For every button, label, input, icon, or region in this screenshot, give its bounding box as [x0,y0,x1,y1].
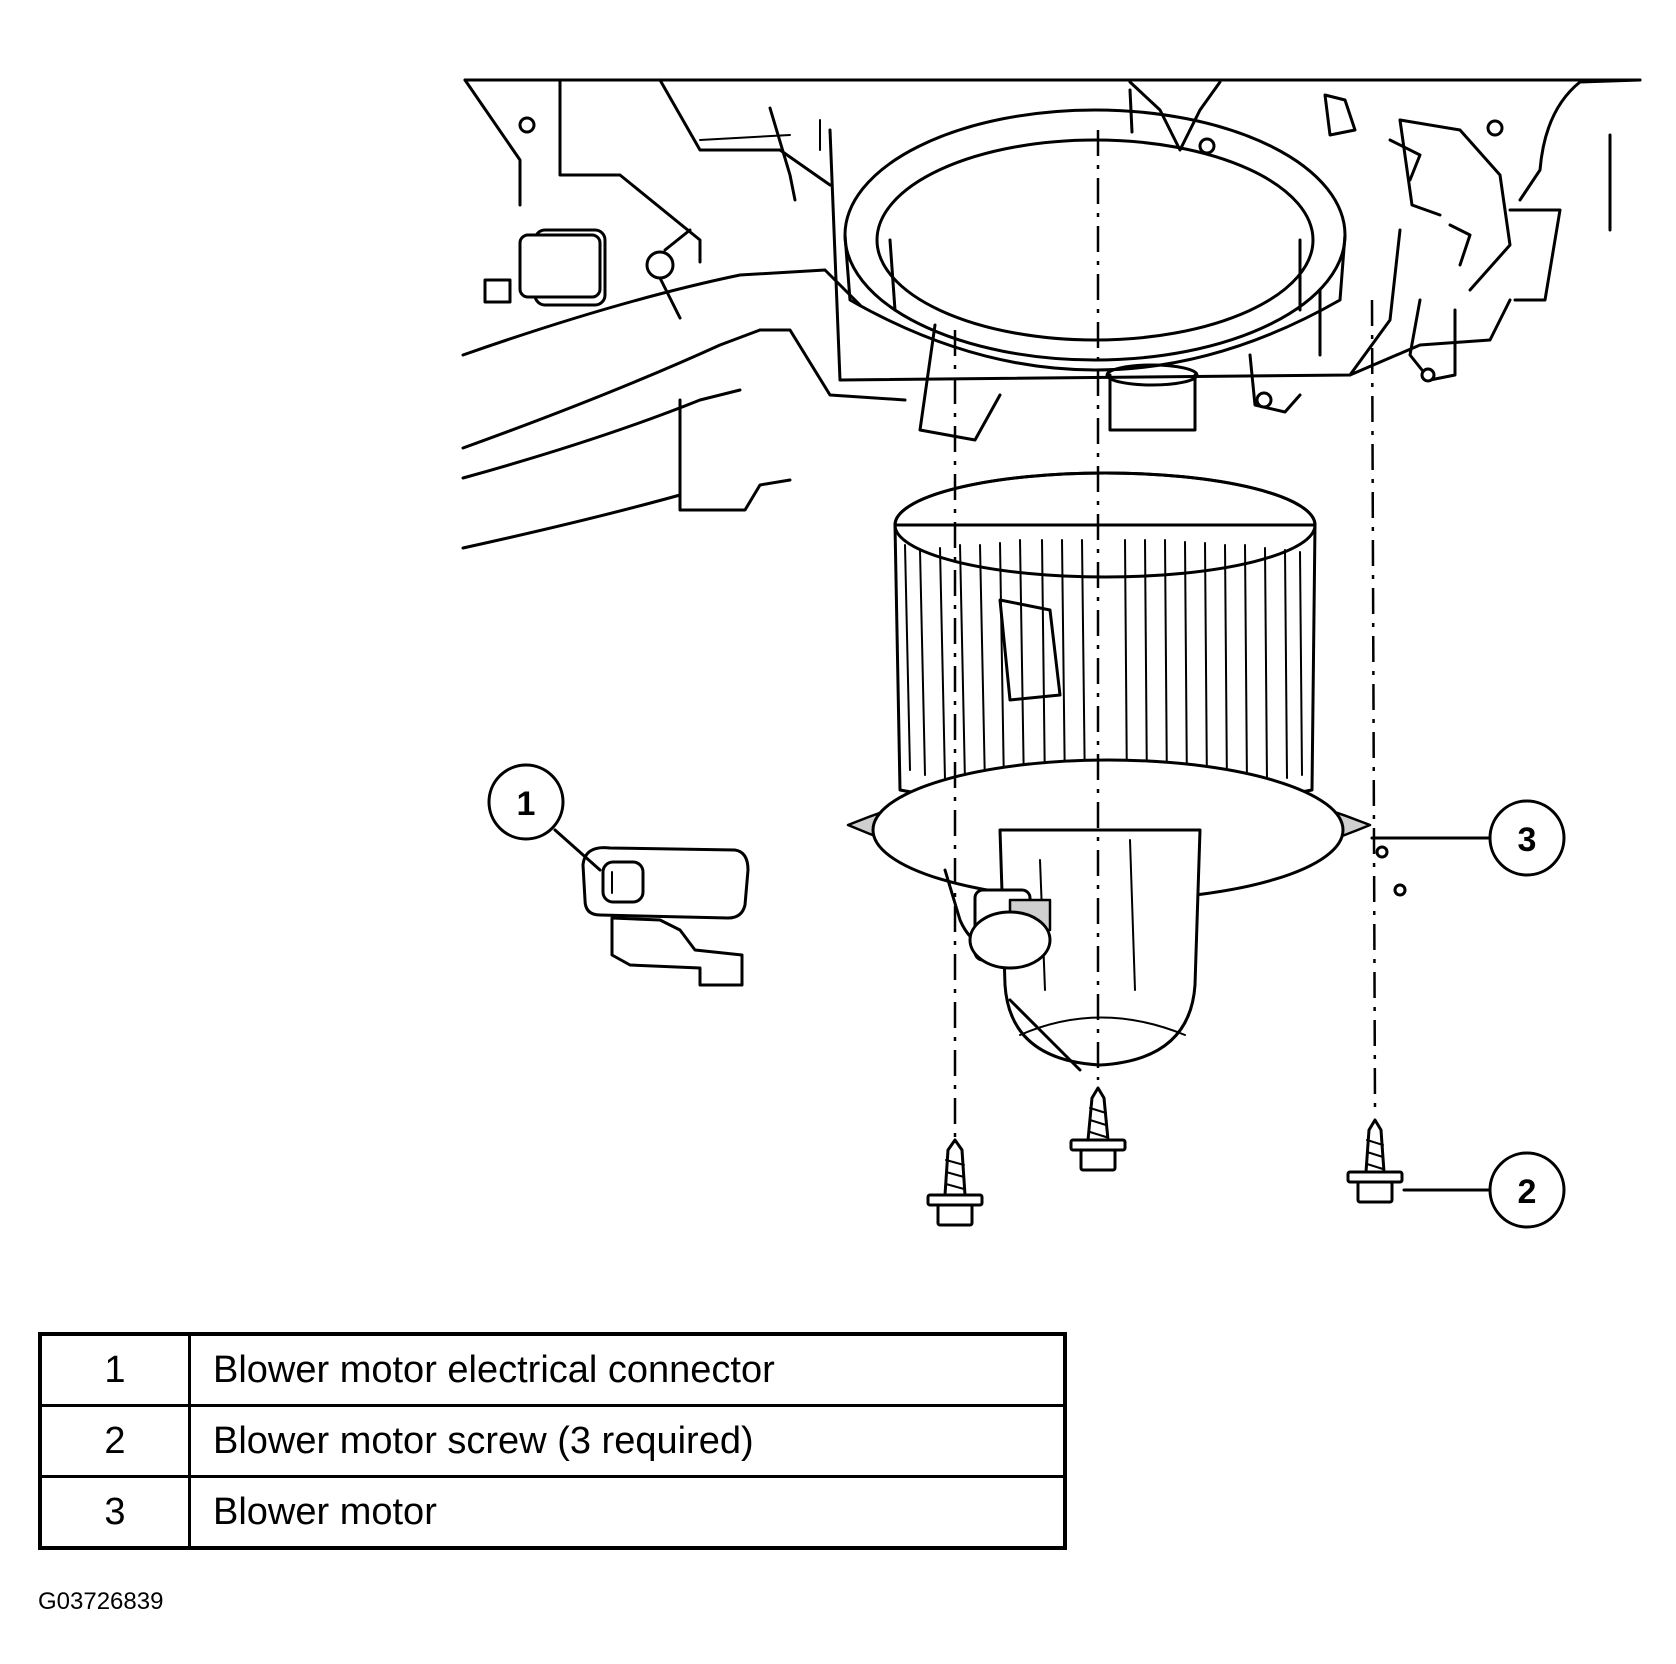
legend-item-number: 3 [38,1475,191,1550]
blower-motor-screw-center [1069,1086,1127,1172]
callout-2: 2 [1402,1151,1566,1229]
callout-1: 1 [487,763,602,872]
figure-id: G03726839 [38,1588,164,1615]
legend-row: 2 Blower motor screw (3 required) [38,1404,1067,1478]
parts-legend-table: 1 Blower motor electrical connector 2 Bl… [38,1332,1067,1550]
blower-motor-body [846,758,1407,1072]
blower-motor-screw-right [1346,1118,1404,1204]
legend-item-description: Blower motor screw (3 required) [188,1404,1067,1478]
callout-1-label: 1 [517,785,536,823]
blower-wheel [893,471,1317,812]
blower-motor-electrical-connector [581,846,750,987]
legend-item-number: 1 [38,1332,191,1407]
blower-motor-screw-left [926,1138,984,1227]
blower-motor-exploded-diagram: 1 2 3 [461,78,1642,1229]
callout-3: 3 [1370,799,1566,877]
legend-item-description: Blower motor electrical connector [188,1332,1067,1407]
callout-3-label: 3 [1518,821,1537,859]
hvac-housing [461,78,1642,550]
blower-housing-ring [843,108,1347,432]
screw-alignment-lines [953,130,1377,1140]
legend-row: 1 Blower motor electrical connector [38,1332,1067,1407]
callout-2-label: 2 [1518,1173,1537,1211]
legend-item-description: Blower motor [188,1475,1067,1550]
legend-row: 3 Blower motor [38,1475,1067,1550]
legend-item-number: 2 [38,1404,191,1478]
